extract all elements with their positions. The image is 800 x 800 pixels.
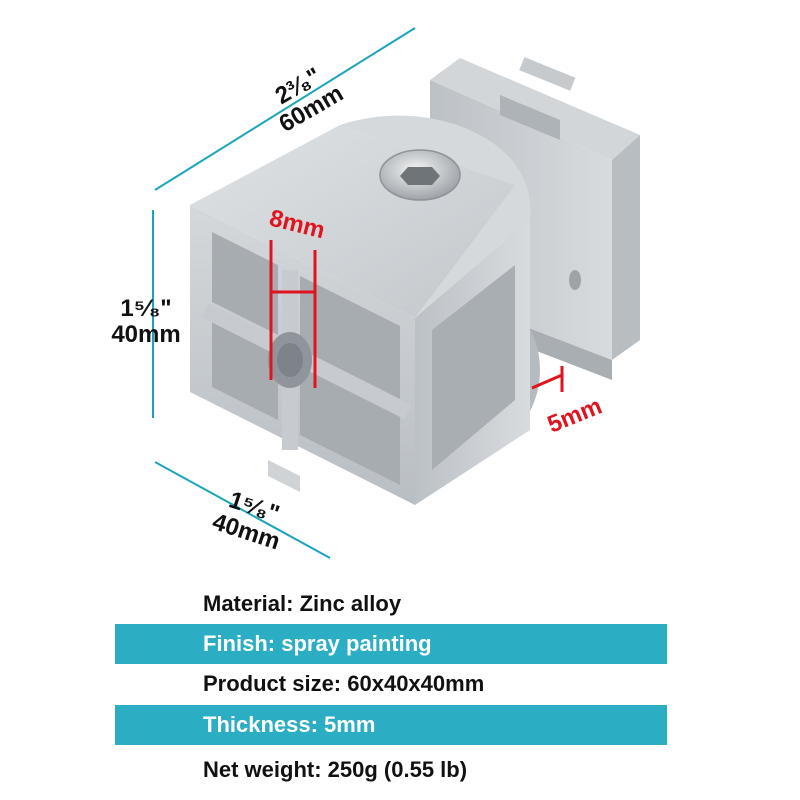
spec-finish: Finish: spray painting <box>115 624 667 664</box>
spec-net-weight: Net weight: 250g (0.55 lb) <box>203 757 468 782</box>
spec-product-size: Product size: 60x40x40mm <box>203 671 485 696</box>
thickness-marker <box>531 366 564 392</box>
bolt-icon <box>379 149 461 201</box>
product-image <box>152 27 640 559</box>
length-dimension-line <box>154 27 416 191</box>
height-mm: 40mm <box>111 321 181 348</box>
slot-width-marker <box>269 240 317 388</box>
width-dimension-line <box>154 461 331 559</box>
height-dimension-label: 1⁵⁄₈" 40mm <box>86 296 206 348</box>
front-block <box>190 115 531 505</box>
spec-material: Material: Zinc alloy <box>203 591 402 616</box>
spec-thickness: Thickness: 5mm <box>115 705 667 745</box>
height-fraction: 1⁵⁄₈" <box>120 295 172 322</box>
dimension-lines <box>152 27 416 559</box>
